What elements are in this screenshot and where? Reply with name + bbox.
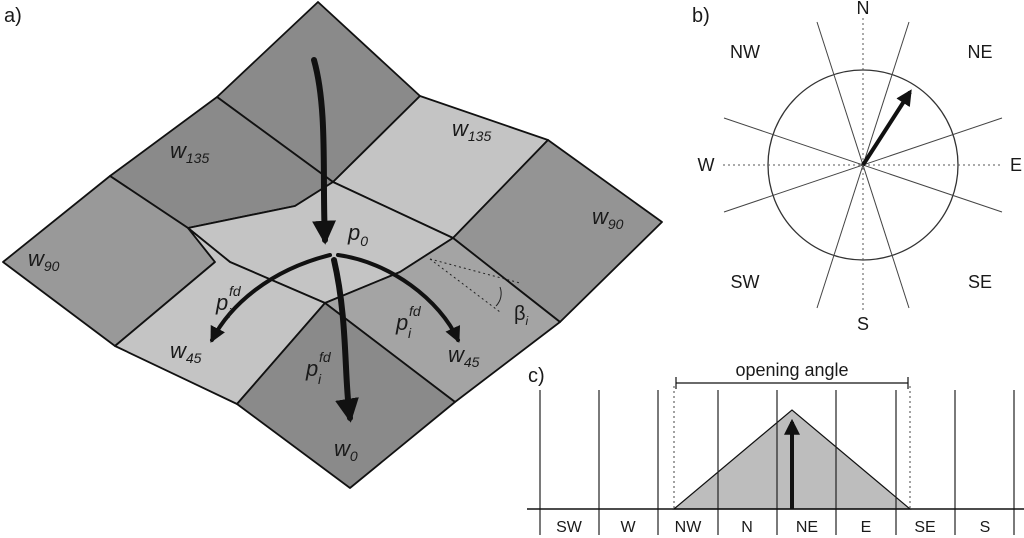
- compass: [723, 18, 1003, 312]
- bin-label: SE: [914, 519, 935, 536]
- beta-indicator: [429, 258, 521, 313]
- flow-label-down: p i fd: [305, 349, 332, 387]
- opening-angle-label: opening angle: [735, 360, 848, 380]
- compass-label-sw: SW: [731, 272, 760, 292]
- label-beta: βi: [514, 303, 529, 328]
- label-w90-right: w90: [592, 204, 624, 232]
- flow-arrows: [210, 57, 461, 423]
- compass-label-se: SE: [968, 272, 992, 292]
- svg-text:fd: fd: [319, 349, 332, 365]
- panel-a-label: a): [4, 5, 22, 27]
- flow-label-left: p i fd: [215, 283, 242, 321]
- compass-label-e: E: [1010, 155, 1022, 175]
- label-w135-left: w135: [170, 138, 209, 166]
- label-w135-right: w135: [452, 116, 491, 144]
- bin-label: S: [980, 519, 991, 536]
- svg-text:fd: fd: [409, 303, 422, 319]
- compass-label-s: S: [857, 314, 869, 334]
- bin-label: W: [620, 519, 636, 536]
- compass-label-nw: NW: [730, 42, 760, 62]
- svg-text:p: p: [305, 356, 318, 381]
- flow-arrow-down: [331, 257, 359, 423]
- label-w45-left: w45: [170, 338, 202, 366]
- label-w0: w0: [334, 436, 358, 464]
- bin-label: SW: [556, 519, 583, 536]
- compass-label-w: W: [698, 155, 715, 175]
- grid-surface: [2, 1, 663, 489]
- label-w90-left: w90: [28, 246, 60, 274]
- flow-arrow-left: [210, 253, 332, 343]
- compass-label-ne: NE: [967, 42, 992, 62]
- main-inflow-arrow: [311, 57, 337, 245]
- compass-label-n: N: [857, 0, 870, 18]
- bin-labels: SW W NW N NE E SE S: [556, 519, 990, 536]
- svg-text:p: p: [215, 290, 228, 315]
- bin-label: NW: [675, 519, 703, 536]
- bin-label: E: [861, 519, 872, 536]
- direction-arrow: [861, 89, 912, 167]
- flow-label-right: p i fd: [395, 303, 422, 341]
- bin-label: N: [741, 519, 753, 536]
- panel-b-label: b): [692, 5, 710, 27]
- svg-text:i: i: [318, 371, 322, 387]
- label-p0: p0: [347, 220, 368, 249]
- flow-arrow-right: [336, 253, 461, 343]
- svg-text:i: i: [408, 325, 412, 341]
- svg-text:i: i: [228, 305, 232, 321]
- direction-histogram: [527, 377, 1024, 535]
- bin-label: NE: [796, 519, 818, 536]
- svg-text:fd: fd: [229, 283, 242, 299]
- label-w45-right: w45: [448, 342, 480, 370]
- panel-c-label: c): [528, 365, 545, 387]
- svg-text:p: p: [395, 310, 408, 335]
